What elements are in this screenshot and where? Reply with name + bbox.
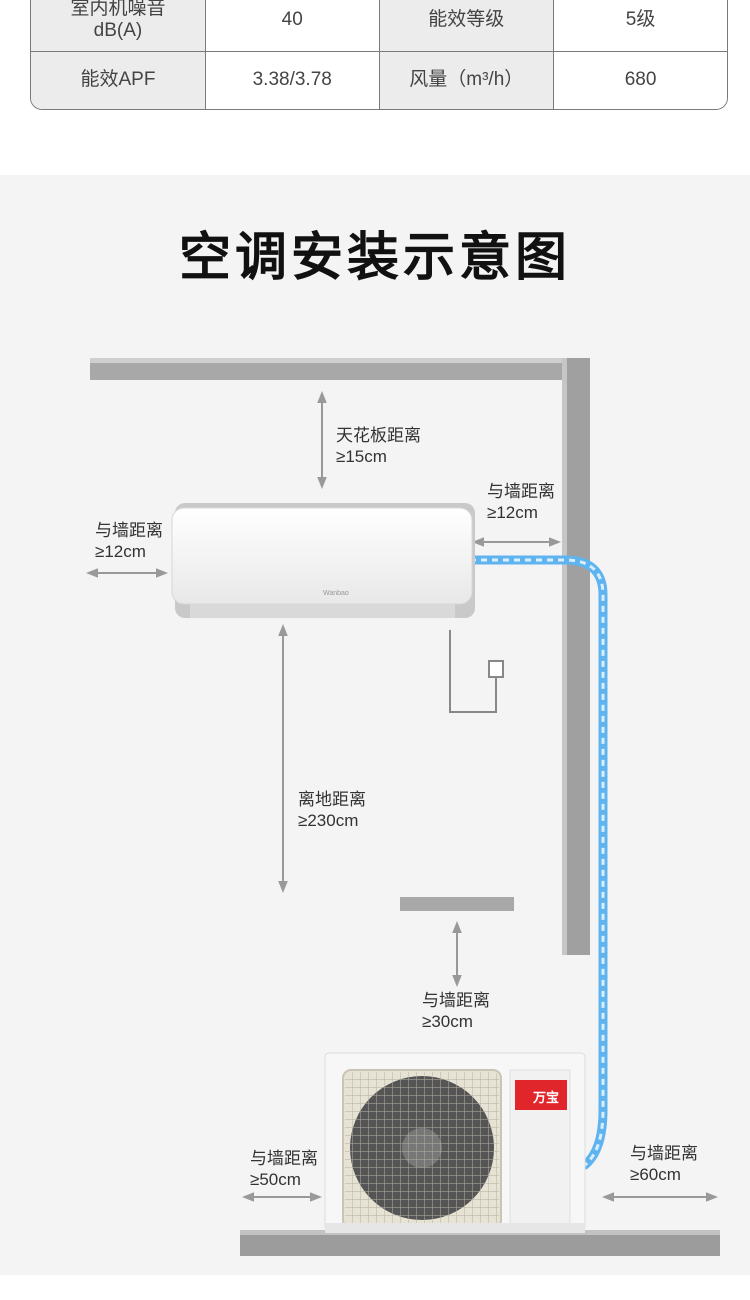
indoor-unit: Wanbao: [171, 503, 475, 618]
spec-value: 5级: [553, 0, 727, 52]
spec-key: 能效APF: [31, 51, 206, 109]
ceiling-distance-value: ≥15cm: [336, 447, 387, 466]
right-wall-distance-text: 与墙距离: [487, 482, 555, 501]
spec-key: 风量（m³/h）: [379, 51, 555, 109]
spec-row: 能效APF 3.38/3.78 风量（m³/h） 680: [31, 51, 727, 109]
spec-key: 室内机噪音 dB(A): [31, 0, 206, 52]
left-wall-distance-text: 与墙距离: [95, 521, 163, 540]
spec-table: 室内机噪音 dB(A) 40 能效等级 5级 能效APF 3.38/3.78 风…: [30, 0, 728, 110]
outdoor-left-distance-value: ≥50cm: [250, 1170, 301, 1189]
right-wall-distance-value: ≥12cm: [487, 503, 538, 522]
ceiling-distance-text: 天花板距离: [336, 426, 421, 445]
spec-key: 能效等级: [379, 0, 555, 52]
outdoor-top-distance-label: 与墙距离 ≥30cm: [422, 990, 490, 1032]
outdoor-brand-text: 万宝: [532, 1090, 559, 1105]
outdoor-right-distance-label: 与墙距离 ≥60cm: [630, 1143, 698, 1185]
left-wall-distance-value: ≥12cm: [95, 542, 146, 561]
right-wall-distance-label: 与墙距离 ≥12cm: [487, 481, 555, 523]
floor-distance-value: ≥230cm: [298, 811, 359, 830]
outdoor-right-distance-text: 与墙距离: [630, 1144, 698, 1163]
floor-distance-label: 离地距离 ≥230cm: [298, 789, 366, 831]
diagram-illustration: Wanbao 万宝: [86, 358, 720, 1256]
diagram-title: 空调安装示意图: [178, 229, 571, 287]
floor-distance-text: 离地距离: [298, 790, 366, 809]
left-wall-distance-label: 与墙距离 ≥12cm: [95, 520, 163, 562]
spec-value: 680: [553, 51, 727, 109]
outdoor-right-distance-value: ≥60cm: [630, 1165, 681, 1184]
ledge: [400, 897, 514, 911]
outdoor-left-distance-label: 与墙距离 ≥50cm: [250, 1148, 318, 1190]
spec-row: 室内机噪音 dB(A) 40 能效等级 5级: [31, 0, 727, 52]
spec-value: 3.38/3.78: [205, 51, 380, 109]
outdoor-top-distance-text: 与墙距离: [422, 991, 490, 1010]
outdoor-unit: 万宝: [324, 1052, 586, 1233]
power-socket: [488, 660, 504, 678]
ceiling-wall: [90, 358, 590, 380]
spec-value: 40: [205, 0, 380, 52]
installation-diagram: 空调安装示意图: [0, 175, 750, 1275]
outdoor-left-distance-text: 与墙距离: [250, 1149, 318, 1168]
indoor-brand-text: Wanbao: [323, 590, 349, 597]
ceiling-distance-label: 天花板距离 ≥15cm: [336, 425, 421, 467]
outdoor-top-distance-value: ≥30cm: [422, 1012, 473, 1031]
